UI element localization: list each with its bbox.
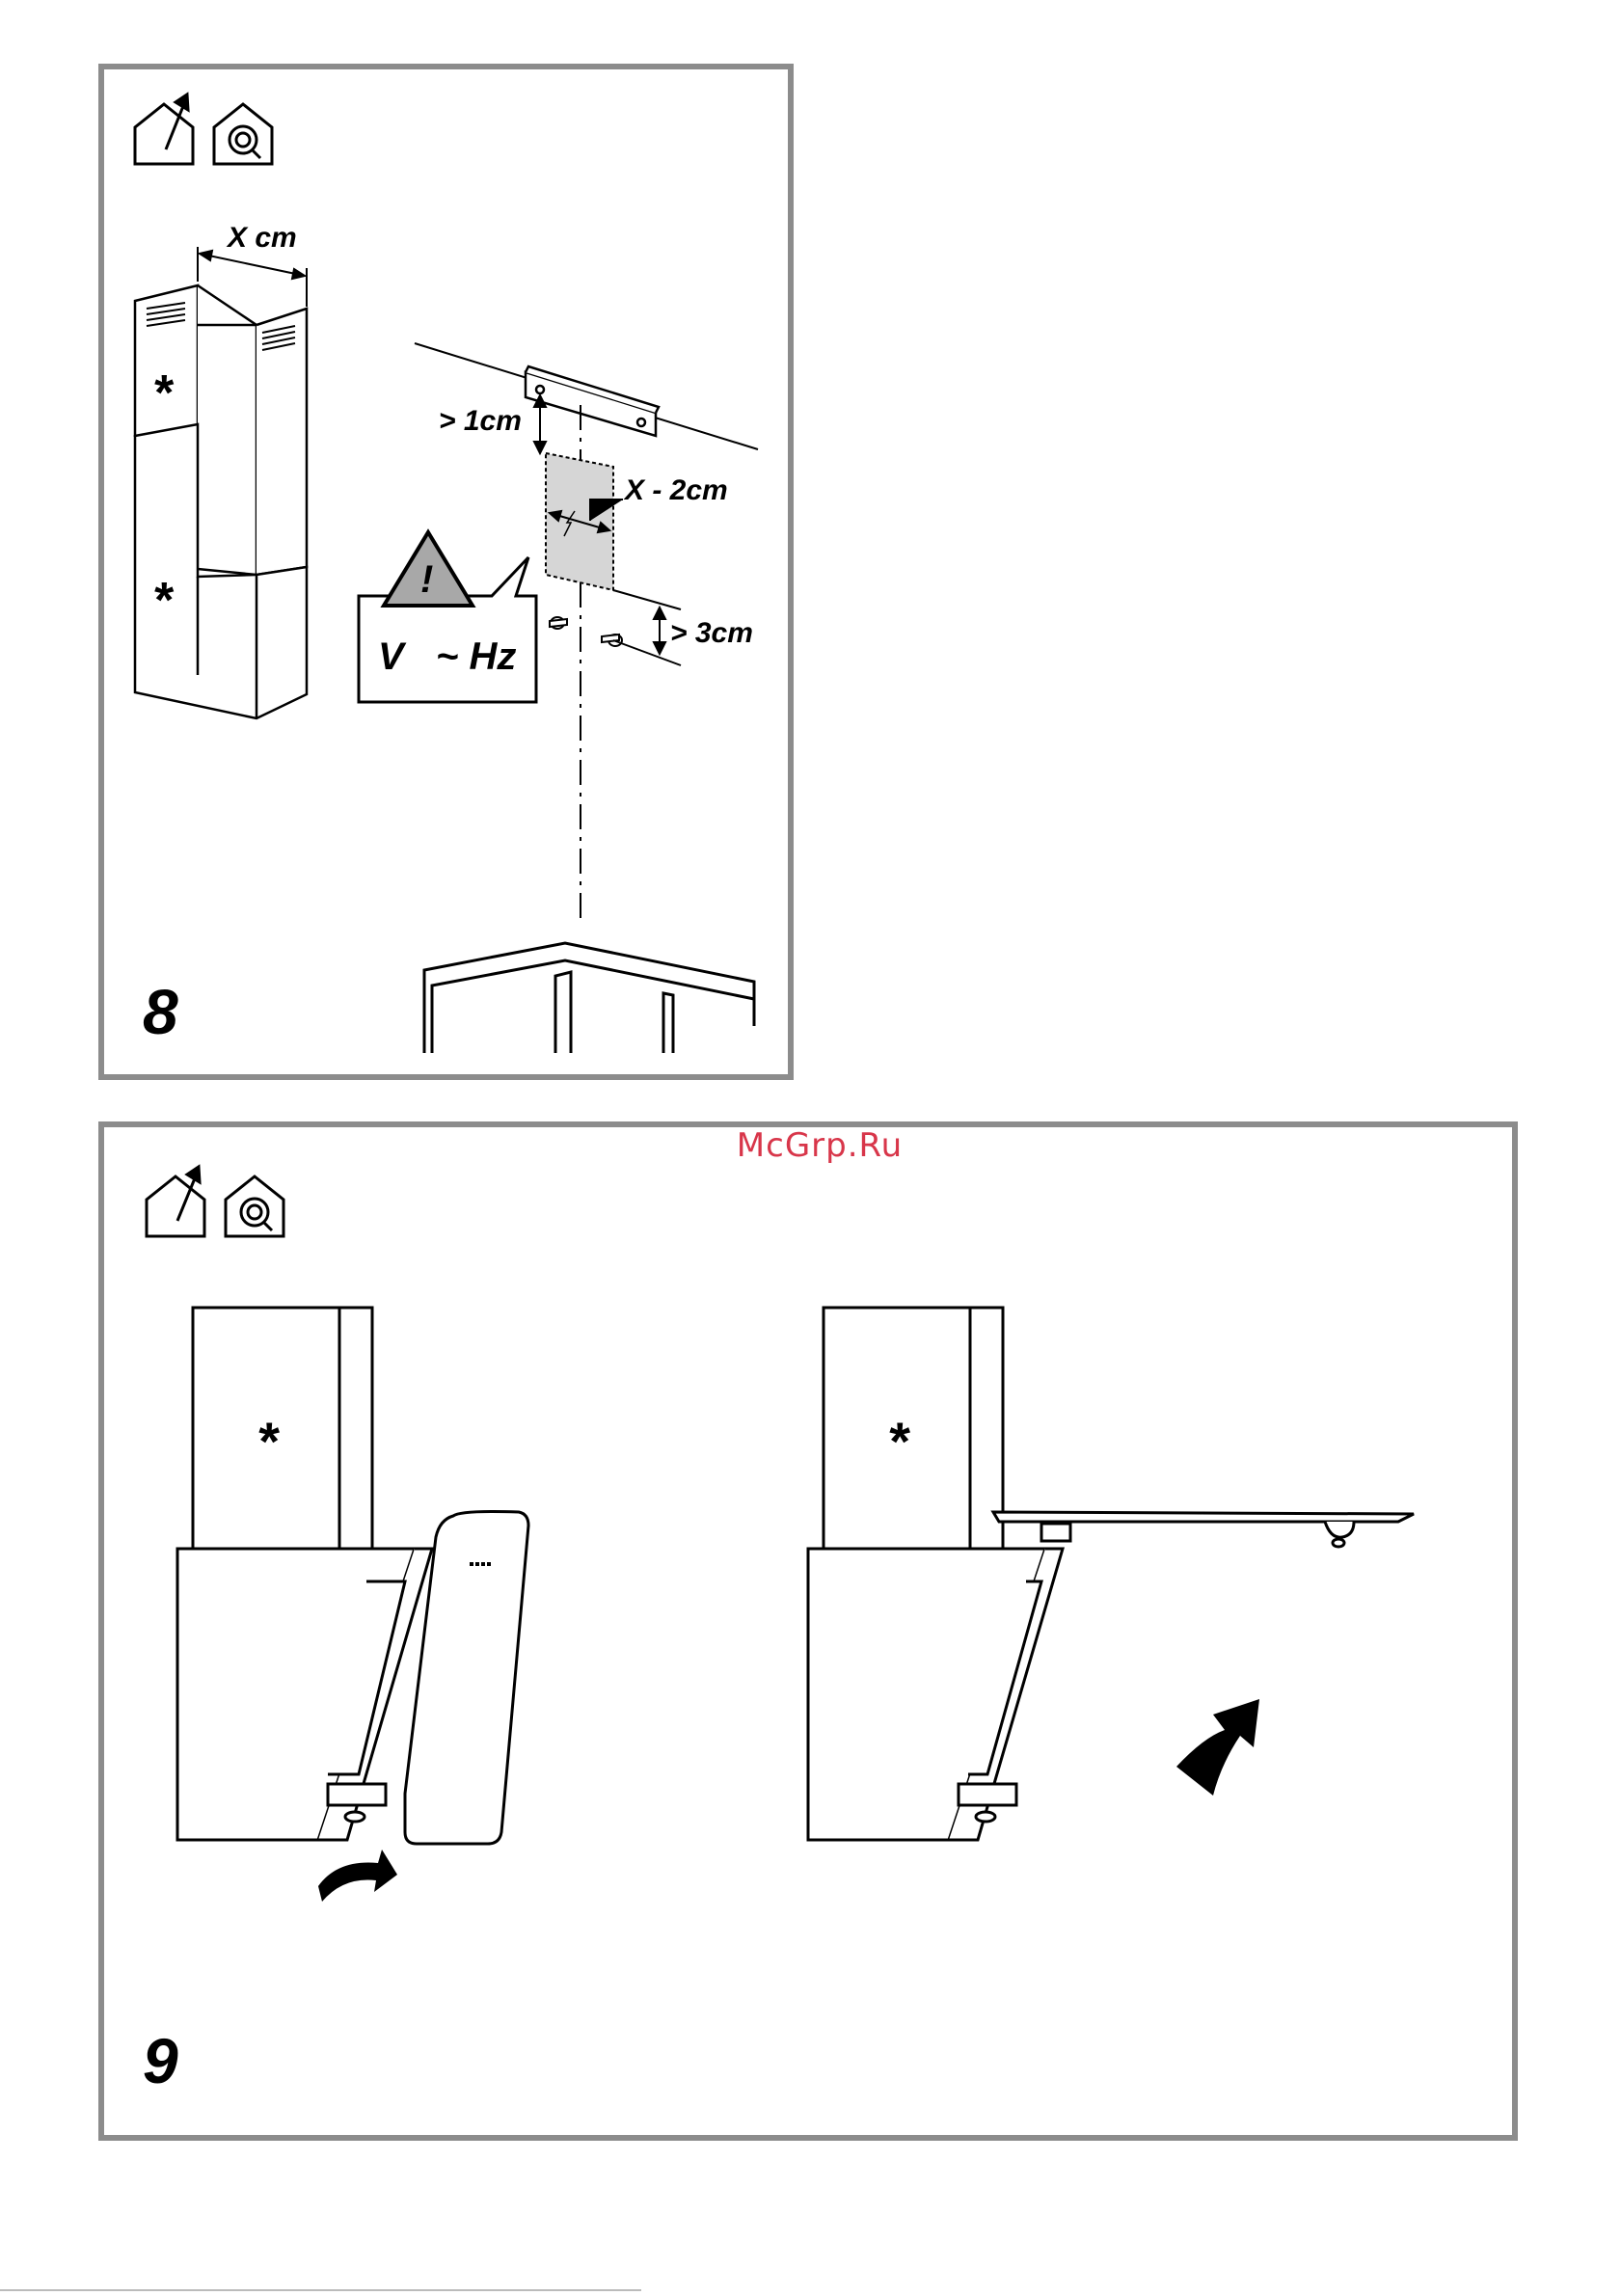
ducted-mode-icon [147, 1167, 204, 1236]
ducted-mode-icon [135, 95, 193, 164]
chimney-marker-lower: * [152, 573, 175, 629]
footer-rule [0, 2289, 641, 2291]
rotate-arrow-icon [318, 1850, 397, 1902]
warning-symbol: ! [420, 558, 433, 601]
label-frequency: ~ Hz [436, 635, 516, 678]
label-x-cm: X cm [226, 222, 297, 254]
chimney-marker-upper: * [152, 365, 175, 421]
mounting-bracket [526, 366, 659, 436]
chimney-assembly [135, 285, 307, 718]
figure-8-number: 8 [143, 980, 178, 1043]
recirculation-mode-icon [214, 104, 272, 164]
hood-right [808, 1308, 1063, 1840]
label-gt-1cm: > 1cm [439, 405, 522, 437]
wall-screws [550, 617, 622, 646]
hood-right-glass-panel [993, 1512, 1414, 1547]
figure-9-number: 9 [143, 2029, 178, 2093]
left-chimney-marker: * [257, 1411, 280, 1472]
right-chimney-marker: * [887, 1411, 910, 1472]
lift-arrow-icon [1176, 1699, 1259, 1796]
label-voltage: V [378, 635, 407, 678]
dimension-gt-1cm [534, 395, 546, 453]
label-x-minus-2cm: X - 2cm [623, 474, 728, 506]
hood-left [177, 1308, 432, 1840]
label-gt-3cm: > 3cm [670, 617, 753, 649]
recirculation-mode-icon [226, 1176, 284, 1236]
kitchen-worktop [424, 943, 754, 1053]
